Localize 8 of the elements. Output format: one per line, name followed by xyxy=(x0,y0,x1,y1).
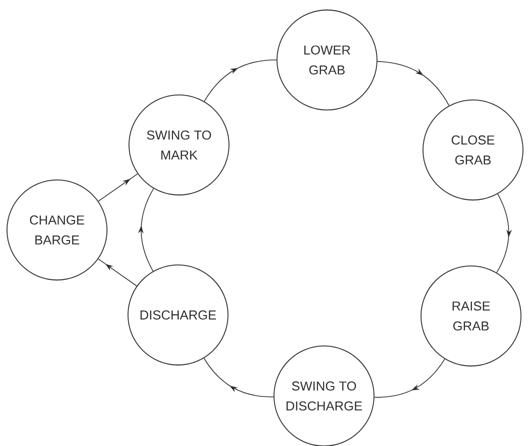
arrow xyxy=(98,173,138,202)
arrow xyxy=(204,59,277,102)
arrow xyxy=(138,188,154,272)
arrow xyxy=(204,358,274,398)
arrow xyxy=(377,61,450,106)
arrow xyxy=(98,258,138,286)
arrow xyxy=(374,358,446,398)
arrow xyxy=(496,194,512,273)
